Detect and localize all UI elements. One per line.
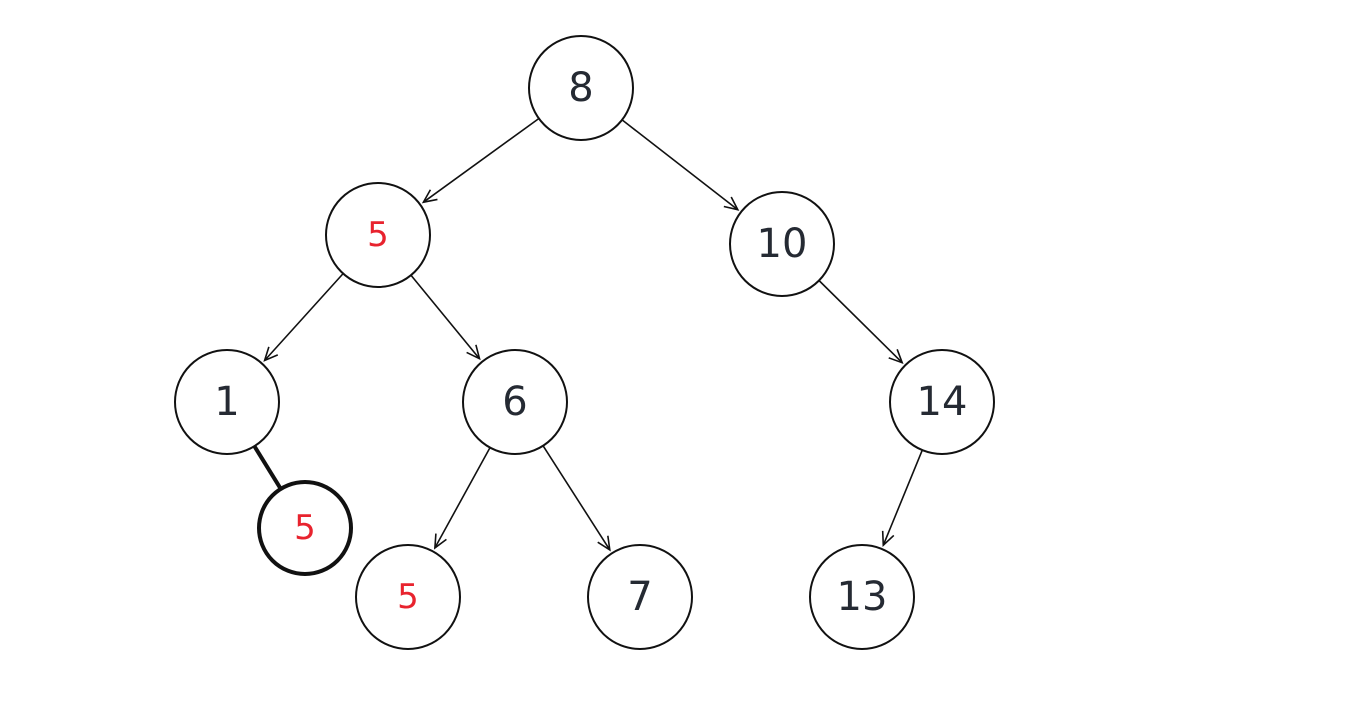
node-label: 7 (627, 574, 652, 620)
node-label: 14 (917, 379, 968, 425)
tree-node-n5: 5 (325, 182, 431, 288)
edge-n1-to-n5-new (252, 445, 283, 490)
node-label: 10 (757, 221, 808, 267)
edge-n5-to-n6 (410, 274, 481, 361)
edge-n5-to-n1 (263, 273, 344, 362)
node-circle (729, 191, 835, 297)
node-label: 5 (294, 508, 316, 548)
node-label: 5 (367, 215, 389, 255)
edge-n10-to-n14 (818, 279, 904, 365)
tree-node-n1: 1 (174, 349, 280, 455)
edges-layer (252, 117, 924, 552)
edge-n6-to-n5-b (433, 447, 491, 550)
node-circle (889, 349, 995, 455)
edge-n8-to-n10 (621, 119, 740, 211)
nodes-layer: 8 5 10 1 6 14 5 5 7 13 (174, 35, 995, 650)
node-circle (462, 349, 568, 455)
node-label: 13 (837, 574, 888, 620)
node-circle (528, 35, 634, 141)
node-label: 5 (397, 577, 419, 617)
node-circle (587, 544, 693, 650)
tree-node-n10: 10 (729, 191, 835, 297)
node-label: 6 (502, 379, 527, 425)
tree-node-n7: 7 (587, 544, 693, 650)
edge-n14-to-n13 (881, 449, 924, 547)
edge-n8-to-n5 (421, 117, 540, 204)
node-circle (257, 480, 353, 576)
node-circle (325, 182, 431, 288)
node-circle (355, 544, 461, 650)
tree-node-n13: 13 (809, 544, 915, 650)
tree-node-n5-b: 5 (355, 544, 461, 650)
tree-node-n5-new: 5 (257, 480, 353, 576)
tree-node-n14: 14 (889, 349, 995, 455)
tree-node-n8: 8 (528, 35, 634, 141)
tree-node-n6: 6 (462, 349, 568, 455)
node-label: 1 (214, 379, 239, 425)
node-circle (174, 349, 280, 455)
node-circle (809, 544, 915, 650)
node-label: 8 (568, 65, 593, 111)
edge-n6-to-n7 (542, 445, 611, 552)
